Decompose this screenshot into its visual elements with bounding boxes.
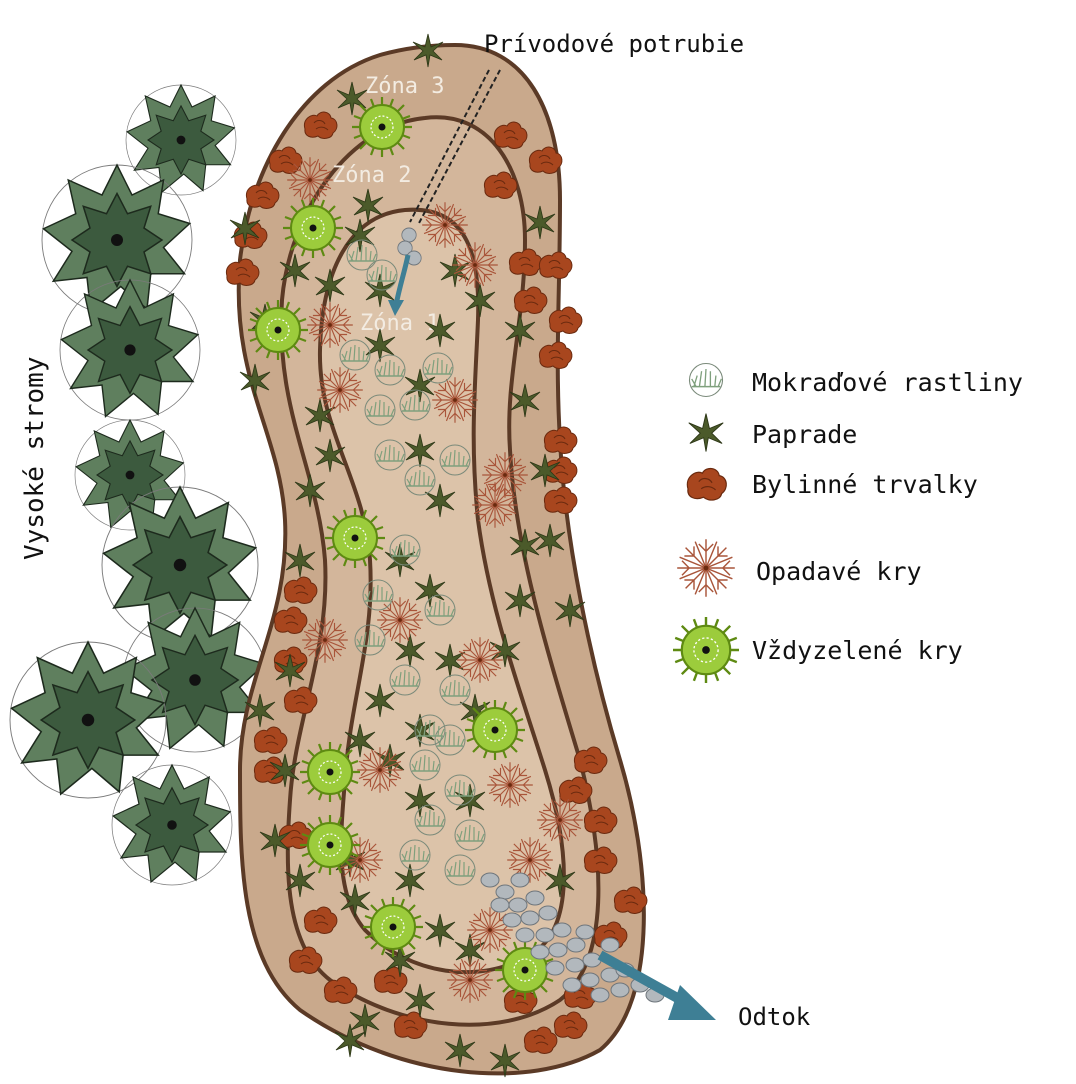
deciduous-shrub-icon	[457, 637, 503, 683]
evergreen-shrub-icon	[300, 742, 360, 802]
zone-3-label: Zóna 3	[365, 74, 444, 99]
legend-deciduous-label: Opadavé kry	[756, 557, 922, 586]
deciduous-shrub-icon	[422, 202, 468, 248]
tree-icon	[112, 765, 232, 885]
zone-2-label: Zóna 2	[332, 163, 411, 188]
perennial-icon	[549, 307, 581, 333]
deciduous-shrub-icon	[357, 747, 403, 793]
evergreen-shrub-icon	[325, 508, 385, 568]
legend-perennial-label: Bylinné trvalky	[752, 470, 978, 499]
evergreen-shrub-icon	[465, 700, 525, 760]
wetland-plant-icon	[690, 364, 723, 397]
deciduous-shrub-icon	[487, 762, 533, 808]
deciduous-shrub-icon	[537, 797, 583, 843]
evergreen-shrub-icon	[673, 617, 739, 683]
evergreen-shrub-icon	[300, 815, 360, 875]
deciduous-shrub-icon	[307, 302, 353, 348]
legend-wetland-label: Mokraďové rastliny	[752, 368, 1023, 397]
tall-trees-label: Vysoké stromy	[20, 390, 50, 560]
fern-icon	[689, 414, 724, 452]
evergreen-shrub-icon	[363, 897, 423, 957]
evergreen-shrub-icon	[248, 300, 308, 360]
deciduous-shrub-icon	[447, 957, 493, 1003]
evergreen-shrub-icon	[283, 198, 343, 258]
inlet-pipe-label: Prívodové potrubie	[484, 30, 744, 58]
tree-icon	[126, 85, 236, 195]
perennial-icon	[539, 252, 571, 278]
perennial-icon	[544, 427, 576, 453]
evergreen-shrub-icon	[352, 97, 412, 157]
deciduous-shrub-icon	[317, 367, 363, 413]
deciduous-shrub-icon	[677, 539, 735, 597]
perennial-icon	[544, 487, 576, 513]
outlet-label: Odtok	[738, 1003, 810, 1031]
deciduous-shrub-icon	[452, 242, 498, 288]
tree-icon	[60, 280, 200, 420]
deciduous-shrub-icon	[432, 377, 478, 423]
perennial-icon	[539, 342, 571, 368]
deciduous-shrub-icon	[472, 482, 518, 528]
legend	[673, 364, 739, 684]
deciduous-shrub-icon	[302, 617, 348, 663]
perennial-icon	[687, 468, 726, 500]
legend-fern-label: Paprade	[752, 420, 857, 449]
deciduous-shrub-icon	[467, 907, 513, 953]
legend-evergreen-label: Vždyzelené kry	[752, 636, 963, 665]
deciduous-shrub-icon	[287, 157, 333, 203]
